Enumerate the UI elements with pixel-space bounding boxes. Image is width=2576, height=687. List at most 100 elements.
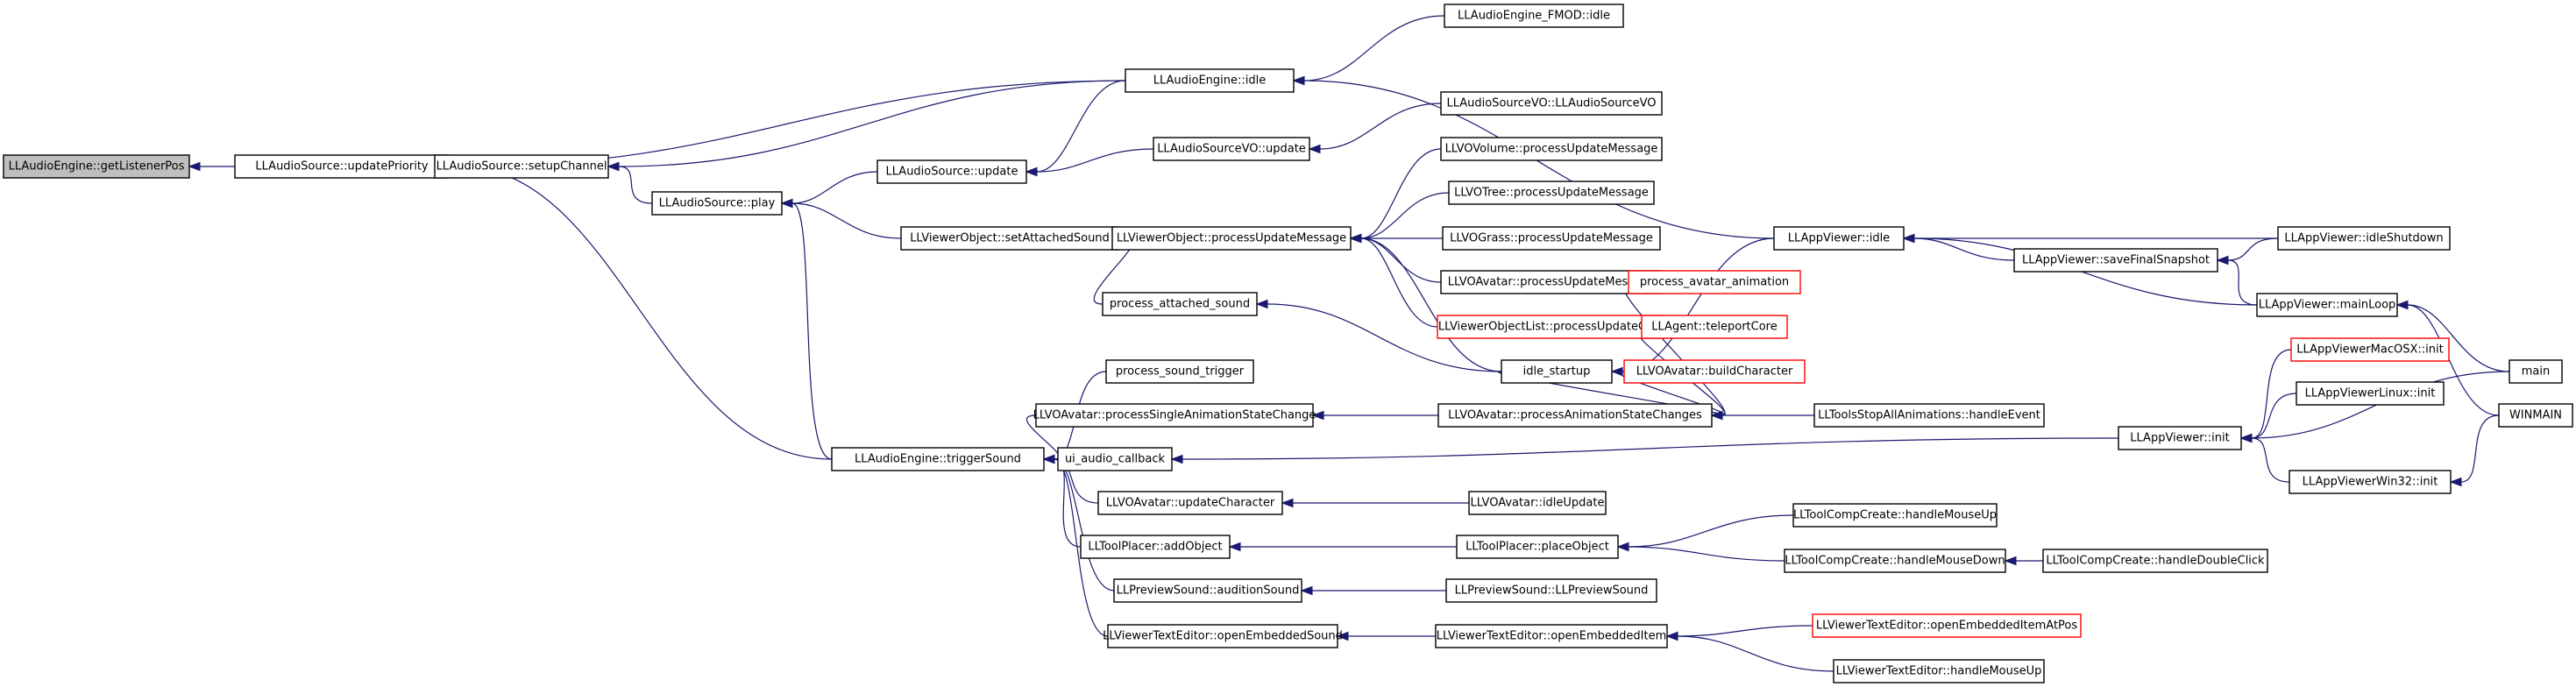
node-box <box>831 447 1045 471</box>
node-label: LLAppViewer::idleShutdown <box>2284 232 2443 245</box>
node-process-avatar-animation[interactable]: process_avatar_animation <box>1628 270 1801 294</box>
node-label: LLVOAvatar::processSingleAnimationStateC… <box>1033 409 1316 422</box>
node-idle-startup[interactable]: idle_startup <box>1501 359 1613 384</box>
node-label: LLToolCompCreate::handleDoubleClick <box>2046 555 2265 568</box>
edge-arrowhead <box>1042 454 1055 464</box>
edge-arrowhead <box>1311 410 1324 421</box>
node-llaudiosource-updatepriority[interactable]: LLAudioSource::updatePriority <box>234 154 450 179</box>
node-llaudiosource-update[interactable]: LLAudioSource::update <box>876 159 1027 184</box>
edge-winmain-to-llappviewerwin32-init <box>2449 414 2500 487</box>
node-llaudioengine-triggersound[interactable]: LLAudioEngine::triggerSound <box>831 447 1045 471</box>
node-label: LLAudioEngine_FMOD::idle <box>1458 10 1610 23</box>
node-box <box>900 226 1119 251</box>
node-label: LLVOGrass::processUpdateMessage <box>1450 232 1653 245</box>
node-llaudiosourcevo-update[interactable]: LLAudioSourceVO::update <box>1153 137 1310 161</box>
node-llvotree-processupdatemessage[interactable]: LLVOTree::processUpdateMessage <box>1448 181 1655 205</box>
node-box <box>1440 137 1663 161</box>
edge-line <box>1913 237 2015 261</box>
node-box <box>1437 315 1666 339</box>
node-llviewerobject-setattachedsound[interactable]: LLViewerObject::setAttachedSound <box>900 226 1119 251</box>
edge-arrowhead <box>1902 233 1915 244</box>
node-box <box>1080 535 1231 559</box>
node-ui-audio-callback[interactable]: ui_audio_callback <box>1057 447 1173 471</box>
node-llappviewer-savefinalsnapshot[interactable]: LLAppViewer::saveFinalSnapshot <box>2013 248 2218 273</box>
node-llappviewer-init[interactable]: LLAppViewer::init <box>2118 426 2242 450</box>
node-llaudioengine-idle[interactable]: LLAudioEngine::idle <box>1125 68 1295 93</box>
node-box <box>1501 359 1613 384</box>
node-llviewerobject-processupdatemessage[interactable]: LLViewerObject::processUpdateMessage <box>1111 226 1352 251</box>
node-label: LLAudioSource::updatePriority <box>255 160 429 174</box>
edge-llaudiosourcevo-update-to-llaudiosource-update <box>1025 148 1154 177</box>
node-box <box>2013 248 2218 273</box>
node-box <box>1792 503 1998 528</box>
node-llviewertexteditor-handlemouseup[interactable]: LLViewerTextEditor::handleMouseUp <box>1833 659 2045 683</box>
node-label: LLToolsStopAllAnimations::handleEvent <box>1818 409 2040 422</box>
node-lltoolplacer-addobject[interactable]: LLToolPlacer::addObject <box>1080 535 1231 559</box>
node-label: LLAudioSourceVO::update <box>1157 143 1306 156</box>
node-llappviewermacosx-init[interactable]: LLAppViewerMacOSX::init <box>2290 337 2450 362</box>
edge-llvovolume-processupdatemessage-to-llviewerobject-processupdatemessage <box>1349 148 1442 244</box>
edge-arrowhead <box>2449 477 2462 487</box>
node-llappviewer-mainloop[interactable]: LLAppViewer::mainLoop <box>2256 293 2398 317</box>
node-llvograss-processupdatemessage[interactable]: LLVOGrass::processUpdateMessage <box>1442 226 1661 251</box>
node-label: WINMAIN <box>2509 409 2562 422</box>
node-box <box>1153 137 1310 161</box>
node-llaudioengine-getlistenerpos[interactable]: LLAudioEngine::getListenerPos <box>3 154 190 179</box>
node-label: LLAppViewer::mainLoop <box>2259 299 2396 312</box>
node-box <box>1057 447 1173 471</box>
node-llappviewerwin32-init[interactable]: LLAppViewerWin32::init <box>2289 470 2452 494</box>
edge-arrowhead <box>1349 233 1362 244</box>
edge-line <box>1036 148 1154 173</box>
edge-arrowhead <box>2004 556 2017 566</box>
node-box <box>1435 624 1668 648</box>
node-lltoolsstopallanimations-handleevent[interactable]: LLToolsStopAllAnimations::handleEvent <box>1813 403 2045 428</box>
node-llviewertexteditor-openembeddedsound[interactable]: LLViewerTextEditor::openEmbeddedSound <box>1103 624 1343 648</box>
node-llvoavatar-idleupdate[interactable]: LLVOAvatar::idleUpdate <box>1468 491 1607 515</box>
node-llappviewer-idleshutdown[interactable]: LLAppViewer::idleShutdown <box>2277 226 2451 251</box>
node-llvoavatar-processsingleanimationstatechange[interactable]: LLVOAvatar::processSingleAnimationStateC… <box>1033 403 1316 428</box>
edge-arrowhead <box>1255 299 1268 309</box>
node-llviewertexteditor-openembeddeditem[interactable]: LLViewerTextEditor::openEmbeddedItem <box>1435 624 1668 648</box>
edge-line <box>791 171 878 204</box>
node-label: process_attached_sound <box>1110 298 1250 311</box>
edge-lltoolsstopallanimations-handleevent-to-llvoavatar-processanimationstatechanges <box>1710 410 1814 421</box>
edge-llaudioengine-triggersound-to-llaudiosource-play <box>780 198 833 460</box>
node-label: LLVOAvatar::processUpdateMessage <box>1448 276 1655 289</box>
node-llappviewerlinux-init[interactable]: LLAppViewerLinux::init <box>2296 381 2445 406</box>
node-llvovolume-processupdatemessage[interactable]: LLVOVolume::processUpdateMessage <box>1440 137 1663 161</box>
edge-line <box>1319 103 1442 150</box>
node-llaudiosource-play[interactable]: LLAudioSource::play <box>651 191 783 216</box>
node-llvoavatar-processanimationstatechanges[interactable]: LLVOAvatar::processAnimationStateChanges <box>1437 403 1713 428</box>
node-llappviewer-idle[interactable]: LLAppViewer::idle <box>1773 226 1905 251</box>
node-llvoavatar-buildcharacter[interactable]: LLVOAvatar::buildCharacter <box>1623 359 1806 384</box>
node-llvoavatar-updatecharacter[interactable]: LLVOAvatar::updateCharacter <box>1097 491 1283 515</box>
node-process-sound-trigger[interactable]: process_sound_trigger <box>1105 359 1254 384</box>
node-lltoolcompcreate-handlemousedown[interactable]: LLToolCompCreate::handleMouseDown <box>1784 549 2006 573</box>
node-llviewerobjectlist-processupdatecore[interactable]: LLViewerObjectList::processUpdateCore <box>1437 315 1666 339</box>
edge-llappviewerwin32-init-to-llappviewer-init <box>2239 433 2290 483</box>
node-box <box>1641 315 1788 339</box>
node-box <box>1125 68 1295 93</box>
edge-idle-startup-to-llviewerobject-processupdatemessage <box>1349 233 1502 372</box>
node-llagent-teleportcore[interactable]: LLAgent::teleportCore <box>1641 315 1788 339</box>
node-winmain[interactable]: WINMAIN <box>2498 403 2573 428</box>
node-llpreviewsound-auditionsound[interactable]: LLPreviewSound::auditionSound <box>1113 578 1302 603</box>
node-lltoolcompcreate-handledoubleclick[interactable]: LLToolCompCreate::handleDoubleClick <box>2042 549 2268 573</box>
node-llvoavatar-processupdatemessage[interactable]: LLVOAvatar::processUpdateMessage <box>1440 270 1663 294</box>
node-llaudiosource-setupchannel[interactable]: LLAudioSource::setupChannel <box>434 154 609 179</box>
node-main[interactable]: main <box>2509 359 2563 384</box>
node-box <box>1442 226 1661 251</box>
edge-llvoavatar-idleupdate-to-llvoavatar-updatecharacter <box>1281 498 1469 508</box>
node-label: LLAudioEngine::idle <box>1153 74 1267 88</box>
node-llaudioengine-fmod-idle[interactable]: LLAudioEngine_FMOD::idle <box>1444 4 1624 28</box>
node-llaudiosourcevo-llaudiosourcevo[interactable]: LLAudioSourceVO::LLAudioSourceVO <box>1440 91 1663 116</box>
node-box <box>1107 624 1338 648</box>
node-lltoolplacer-placeobject[interactable]: LLToolPlacer::placeObject <box>1456 535 1619 559</box>
node-box <box>1440 91 1663 116</box>
node-llpreviewsound-llpreviewsound[interactable]: LLPreviewSound::LLPreviewSound <box>1445 578 1657 603</box>
node-process-attached-sound[interactable]: process_attached_sound <box>1102 292 1258 316</box>
node-llviewertexteditor-openembeddeditematpos[interactable]: LLViewerTextEditor::openEmbeddedItemAtPo… <box>1812 613 2082 638</box>
node-label: LLViewerTextEditor::openEmbeddedItem <box>1437 630 1666 643</box>
node-lltoolcompcreate-handlemouseup[interactable]: LLToolCompCreate::handleMouseUp <box>1792 503 1998 528</box>
edge-line <box>1360 192 1450 239</box>
